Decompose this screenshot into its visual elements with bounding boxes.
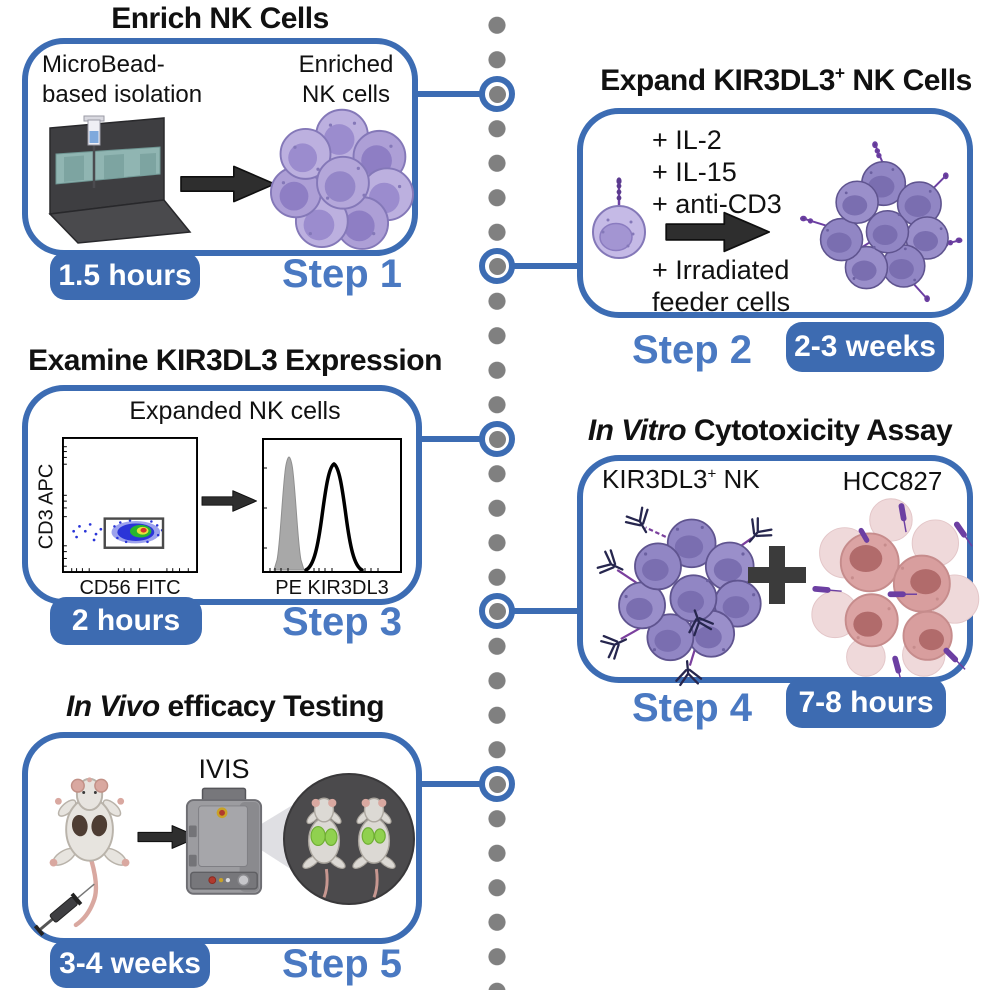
plus-icon [748, 546, 806, 604]
arrow-right-icon [201, 490, 258, 512]
flow-histogram-icon [262, 438, 402, 573]
flow-scatter-plot-icon [62, 437, 198, 573]
connector-line-step4 [510, 608, 582, 614]
step4-label: Step 4 [631, 686, 753, 730]
imaging-result-icon [283, 773, 415, 905]
microbead-label-line1: MicroBead- [42, 51, 165, 78]
duration-badge-step4: 7-8 hours [786, 678, 946, 728]
additive-il2: + IL-2 [652, 125, 722, 155]
connector-line-step3 [414, 436, 484, 442]
panel2-title: Expand KIR3DL3+ NK Cells [600, 63, 972, 97]
timeline-node-step5 [479, 766, 515, 802]
arrow-right-icon [665, 211, 771, 253]
duration-badge-step1: 1.5 hours [50, 252, 200, 300]
timeline-node-step4 [479, 593, 515, 629]
connector-line-step1 [408, 91, 484, 97]
glowing-mouse-icon [302, 797, 396, 898]
expanded-nk-cells-label: Expanded NK cells [129, 397, 341, 425]
panel4-title: In Vitro Cytotoxicity Assay [587, 414, 953, 447]
timeline-dotted-line [487, 8, 507, 990]
duration-badge-step2: 2-3 weeks [786, 322, 944, 372]
arrow-right-icon [180, 165, 276, 203]
enriched-label-line1: Enriched [298, 51, 394, 78]
tumor-cell-cluster-icon [811, 498, 980, 685]
panel1-title: Enrich NK Cells [111, 2, 329, 35]
additive-anticd3: + anti-CD3 [652, 189, 782, 219]
histogram-x-axis-label: PE KIR3DL3 [275, 577, 389, 599]
duration-badge-step5: 3-4 weeks [50, 940, 210, 988]
step5-label: Step 5 [281, 942, 403, 986]
panel3-title: Examine KIR3DL3 Expression [28, 344, 442, 377]
enriched-label-line2: NK cells [301, 81, 391, 108]
timeline-node-step1 [479, 76, 515, 112]
connector-line-step2 [510, 263, 582, 269]
connector-line-step5 [414, 781, 484, 787]
superscript-plus: + [707, 465, 717, 483]
mouse-injection-icon [33, 777, 130, 937]
step1-label: Step 1 [281, 252, 403, 296]
kir3dl3-nk-label: KIR3DL3+ NK [602, 464, 760, 494]
nk-cell-single-icon [592, 177, 646, 259]
additive-il15: + IL-15 [652, 157, 737, 187]
timeline-node-step3 [479, 421, 515, 457]
scatter-x-axis-label: CD56 FITC [79, 577, 181, 599]
nk-cell-cluster-icon [270, 108, 414, 250]
step3-label: Step 3 [281, 600, 403, 644]
additive-irradiated-line1: + Irradiated [652, 255, 790, 285]
arrow-right-icon [137, 825, 199, 849]
superscript-plus: + [834, 63, 845, 83]
microbead-separator-icon [48, 115, 192, 244]
timeline-node-step2 [479, 248, 515, 284]
ivis-machine-icon [185, 787, 263, 895]
microbead-label-line2: based isolation [42, 81, 203, 108]
duration-badge-step3: 2 hours [50, 597, 202, 645]
scatter-y-axis-label: CD3 APC [35, 463, 58, 550]
hcc827-label: HCC827 [842, 466, 943, 496]
step2-label: Step 2 [631, 328, 753, 372]
expanded-nk-cluster-icon [799, 141, 963, 303]
ivis-label: IVIS [198, 754, 250, 784]
nk-cluster-antibodies-icon [596, 506, 773, 687]
additive-irradiated-line2: feeder cells [652, 287, 791, 317]
panel5-title: In Vivo efficacy Testing [65, 690, 385, 723]
